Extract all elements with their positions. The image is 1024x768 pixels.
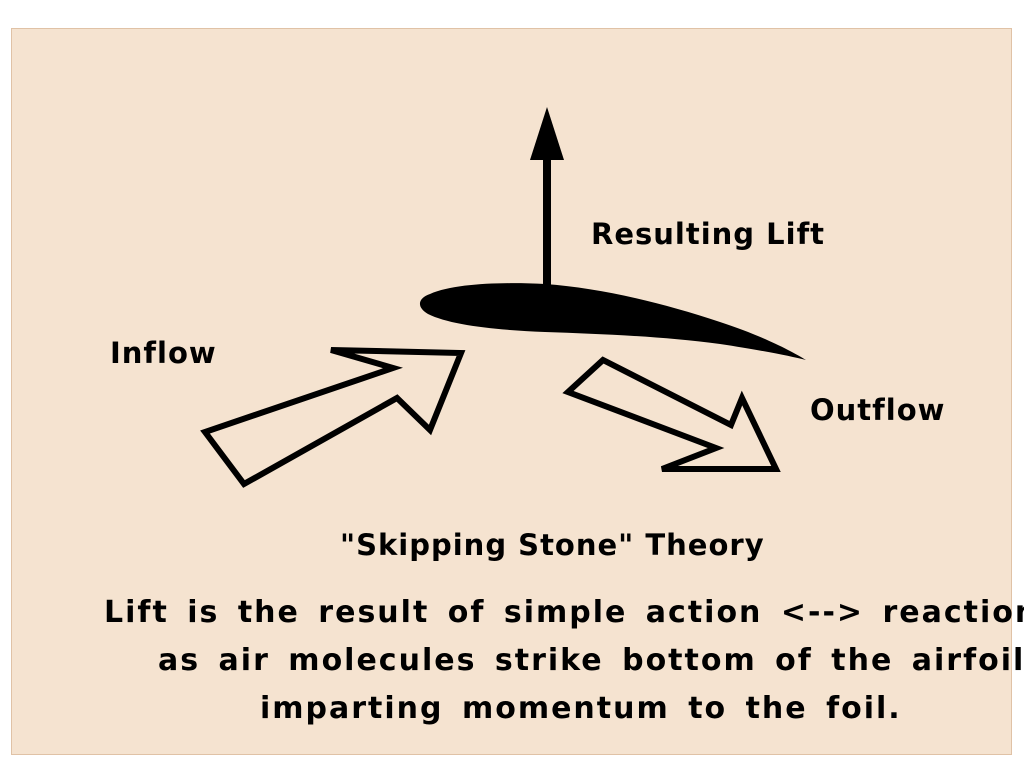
diagram-panel: [11, 28, 1012, 755]
lift-arrow-head: [530, 107, 564, 160]
caption-line-3: imparting momentum to the foil.: [260, 691, 902, 726]
caption-line-1: Lift is the result of simple action <-->…: [104, 595, 1024, 630]
panel-background: [12, 29, 1011, 754]
outflow-label: Outflow: [810, 393, 946, 427]
airfoil-shape: [419, 283, 806, 360]
inflow-label: Inflow: [110, 336, 217, 370]
resulting-lift-label: Resulting Lift: [591, 217, 826, 251]
outflow-arrow: [562, 356, 781, 472]
caption-line-2: as air molecules strike bottom of the ai…: [158, 643, 1024, 678]
inflow-arrow: [200, 347, 466, 488]
theory-title: "Skipping Stone" Theory: [340, 528, 765, 562]
